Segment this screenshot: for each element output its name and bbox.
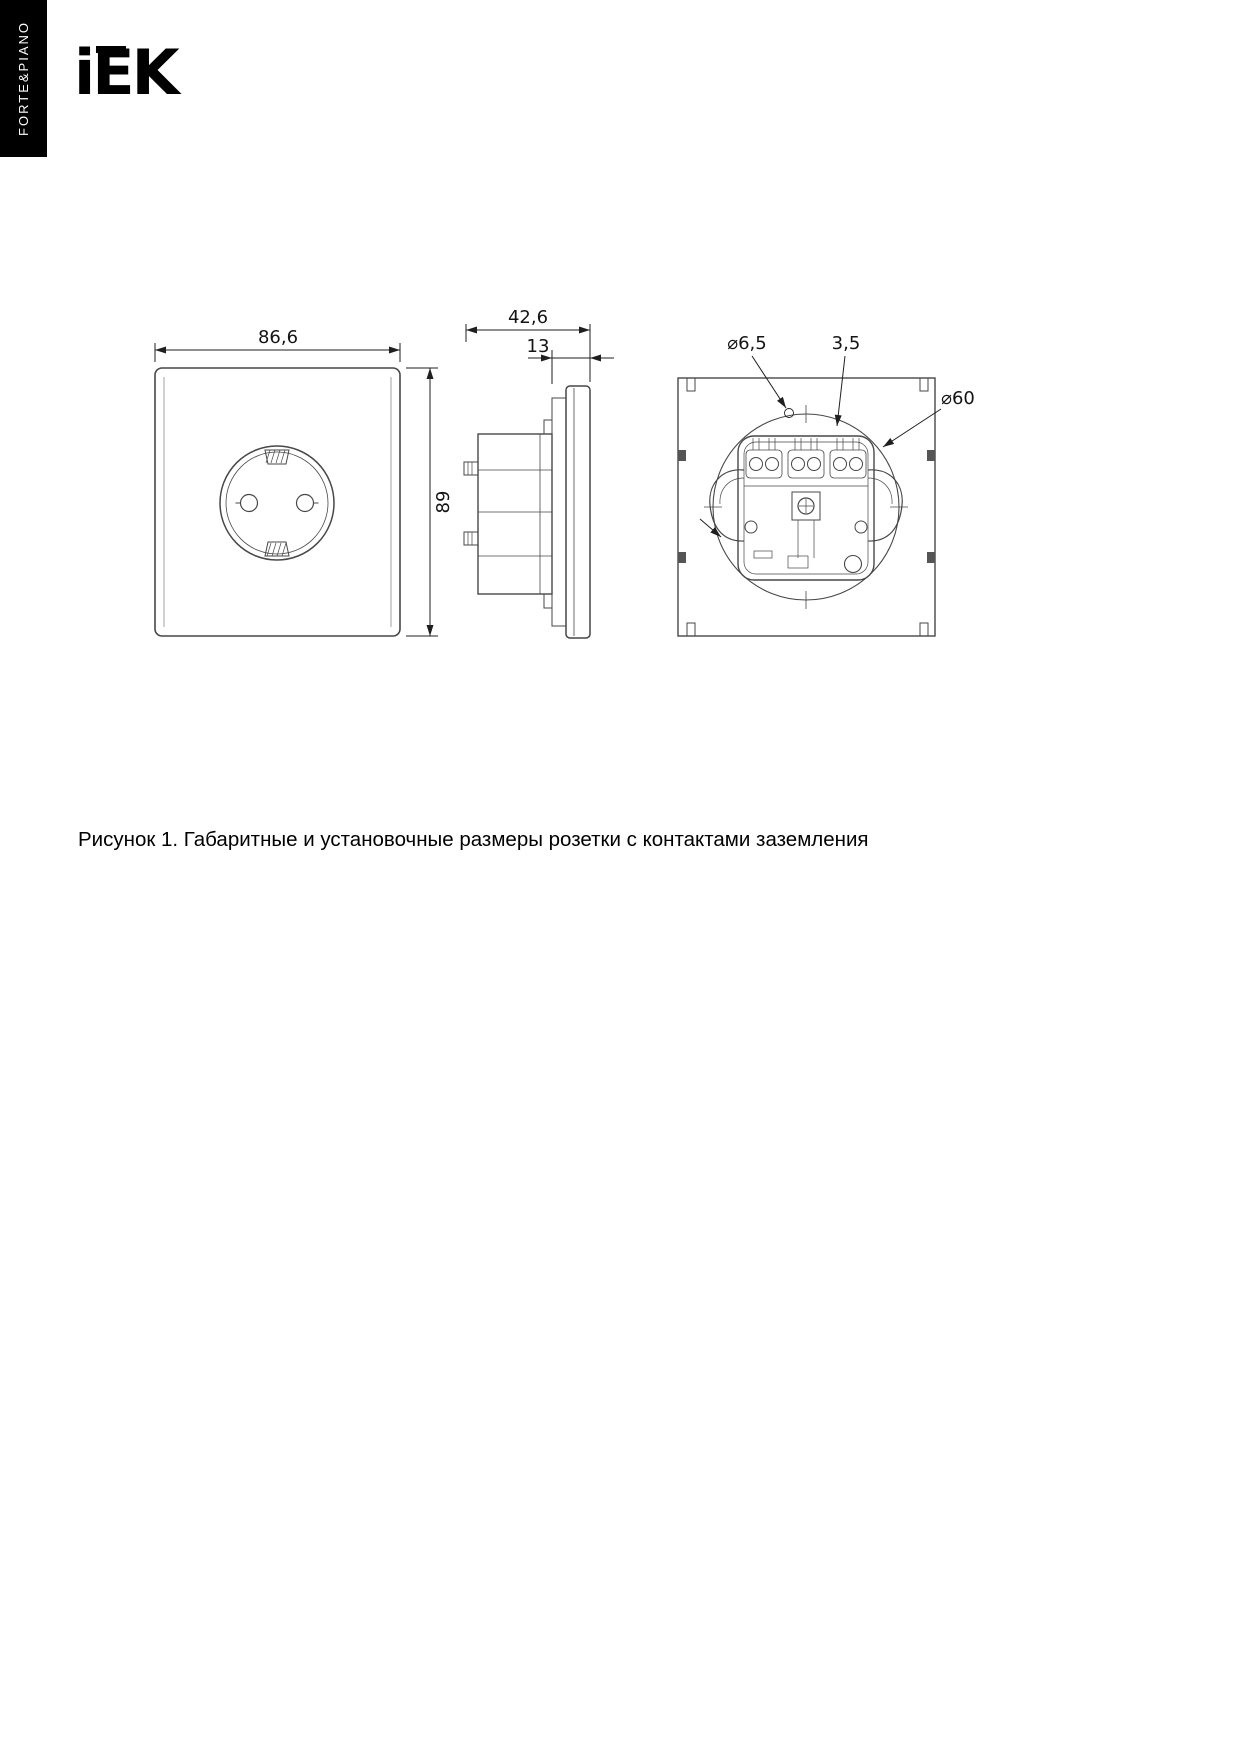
iek-logo: i E K (74, 36, 180, 109)
front-view (154, 367, 401, 637)
socket-recess (219, 445, 335, 561)
mounting-frame (677, 377, 936, 637)
ground-contact-bottom (264, 541, 290, 557)
dim-side-depth: 42,6 (508, 307, 548, 328)
logo-letter-i: i (74, 36, 95, 109)
dim-slot-width: 3,5 (832, 333, 861, 354)
dim-front-width: 86,6 (258, 327, 298, 348)
center-screw (797, 497, 815, 515)
dim-mount-circle: ⌀60 (941, 388, 975, 409)
front-dimensions (154, 343, 438, 637)
side-dimensions (465, 324, 614, 384)
series-tab: FORTE&PIANO (0, 0, 47, 157)
figure-caption: Рисунок 1. Габаритные и установочные раз… (78, 827, 869, 851)
pin-hole-right (295, 493, 315, 513)
back-leaders (699, 355, 942, 538)
logo-overbar (96, 46, 127, 53)
terminal-screw-bottom (463, 531, 479, 546)
logo-letter-e: E (92, 42, 134, 104)
dim-front-height: 89 (433, 491, 454, 514)
side-mechanism (477, 433, 553, 595)
terminal-screw-top (463, 461, 479, 476)
back-view (677, 377, 936, 637)
technical-drawing: 86,6 89 (154, 307, 975, 639)
claw-right (867, 469, 903, 542)
dim-side-plate: 13 (527, 336, 550, 357)
mechanism-body (737, 435, 875, 581)
pin-hole-left (239, 493, 259, 513)
dim-hole-diameter: ⌀6,5 (727, 333, 766, 354)
side-view (463, 385, 591, 639)
clamp-screw (843, 554, 863, 574)
logo-letter-k: K (131, 36, 180, 109)
side-cover-plate (565, 385, 591, 639)
claw-left (709, 469, 745, 542)
claw-leader-arrow (699, 518, 722, 538)
